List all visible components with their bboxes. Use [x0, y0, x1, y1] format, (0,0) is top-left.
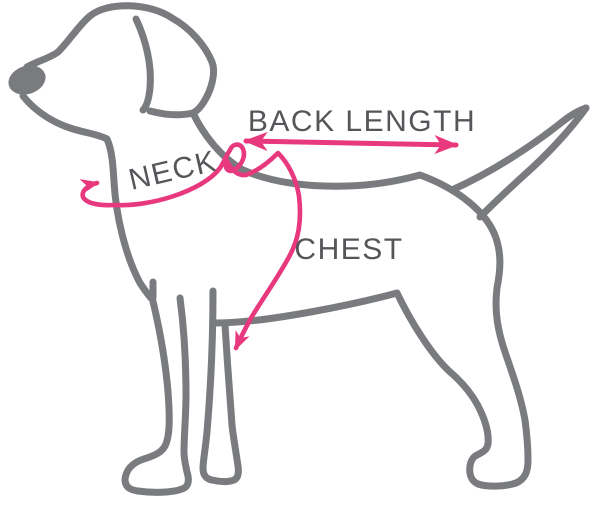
dog-tail-upper: [448, 104, 590, 194]
dog-outline: [8, 2, 590, 496]
neck-label: NECK: [126, 145, 220, 197]
neck-chest-measure-arrow: [79, 142, 303, 351]
dog-ear-outer: [146, 14, 218, 119]
dog-ear-inner: [132, 15, 154, 114]
dog-head-outline: [23, 2, 176, 71]
measurement-indicators: [79, 131, 459, 351]
dog-jaw-chest-outline: [19, 92, 156, 303]
back-length-label: BACK LENGTH: [248, 105, 476, 138]
back-length-measure-arrow: [243, 131, 459, 155]
dog-body-outline: [189, 109, 532, 490]
dog-front-leg-near: [121, 293, 192, 496]
dog-front-leg-far: [199, 287, 242, 485]
measurement-labels: BACK LENGTH NECK CHEST: [126, 105, 476, 266]
chest-label: CHEST: [294, 233, 403, 266]
dog-tail-lower: [476, 104, 590, 221]
dog-nose: [8, 65, 46, 95]
